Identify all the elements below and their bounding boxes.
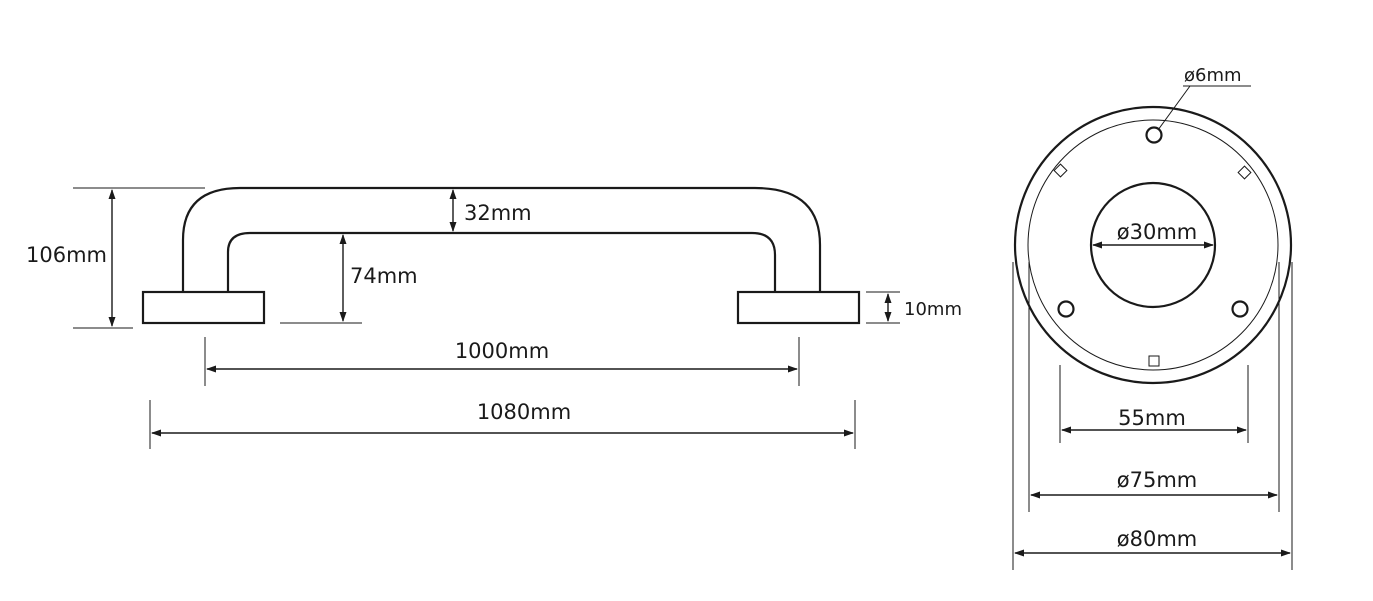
- screw-hole-label: ø6mm: [1184, 65, 1242, 86]
- screw-hole-right: [1231, 300, 1249, 318]
- flange-diameter-label: ø80mm: [1117, 527, 1197, 551]
- notch-marker-upper-right: [1237, 165, 1252, 180]
- tube-bore-circle: [1089, 181, 1217, 309]
- flange-outer-circle: [1013, 105, 1293, 385]
- hole-spacing-label: 55mm: [1118, 406, 1186, 430]
- screw-hole-leader-line: [1157, 85, 1191, 131]
- screw-hole-top: [1145, 126, 1163, 144]
- grab-bar-outer-edge: [181, 186, 822, 294]
- grab-bar-inner-edge: [226, 231, 777, 294]
- cover-diameter-label: ø75mm: [1117, 468, 1197, 492]
- overall-height-label: 106mm: [26, 243, 107, 267]
- overall-length-label: 1080mm: [477, 400, 571, 424]
- screw-hole-left: [1057, 300, 1075, 318]
- notch-marker-upper-left: [1053, 163, 1068, 178]
- notch-marker-bottom: [1148, 355, 1160, 367]
- side-view: 106mm 32mm 74mm 10mm 1000mm 1080mm: [26, 186, 962, 449]
- end-view: ø6mm ø30mm 55mm ø75mm ø80mm: [1012, 65, 1293, 570]
- center-distance-label: 1000mm: [455, 339, 549, 363]
- clearance-label: 74mm: [350, 264, 418, 288]
- cover-circle: [1027, 119, 1279, 371]
- tube-diameter-label: 32mm: [464, 201, 532, 225]
- right-flange: [736, 290, 861, 325]
- flange-thickness-label: 10mm: [904, 299, 962, 320]
- left-flange: [141, 290, 266, 325]
- bore-diameter-label: ø30mm: [1117, 220, 1197, 244]
